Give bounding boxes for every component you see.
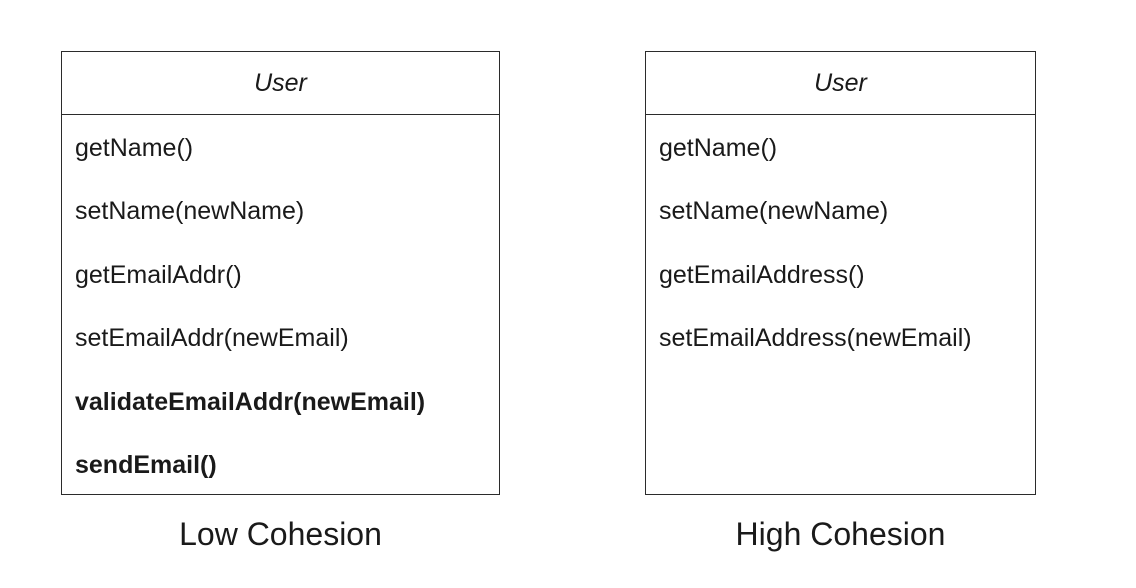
- method-item: setEmailAddr(newEmail): [75, 324, 349, 353]
- class-name: User: [646, 52, 1035, 115]
- method-item: setName(newName): [659, 197, 889, 226]
- method-item: getName(): [75, 134, 194, 162]
- uml-class-box-high-cohesion: User getName() setName(newName) getEmail…: [645, 51, 1036, 495]
- method-item: setEmailAddress(newEmail): [659, 324, 972, 353]
- method-item: validateEmailAddr(newEmail): [75, 387, 426, 416]
- uml-class-box-low-cohesion: User getName() setName(newName) getEmail…: [61, 51, 500, 495]
- method-item: sendEmail(): [75, 450, 217, 479]
- method-item: setName(newName): [75, 197, 305, 226]
- method-list: getName() setName(newName) getEmailAddr(…: [62, 115, 499, 499]
- class-name: User: [62, 52, 499, 115]
- method-list: getName() setName(newName) getEmailAddre…: [646, 115, 1035, 373]
- method-item: getEmailAddr(): [75, 260, 242, 289]
- method-item: getName(): [659, 134, 778, 162]
- diagram-caption-high: High Cohesion: [735, 516, 946, 552]
- diagram-caption-low: Low Cohesion: [179, 516, 382, 552]
- method-item: getEmailAddress(): [659, 260, 865, 289]
